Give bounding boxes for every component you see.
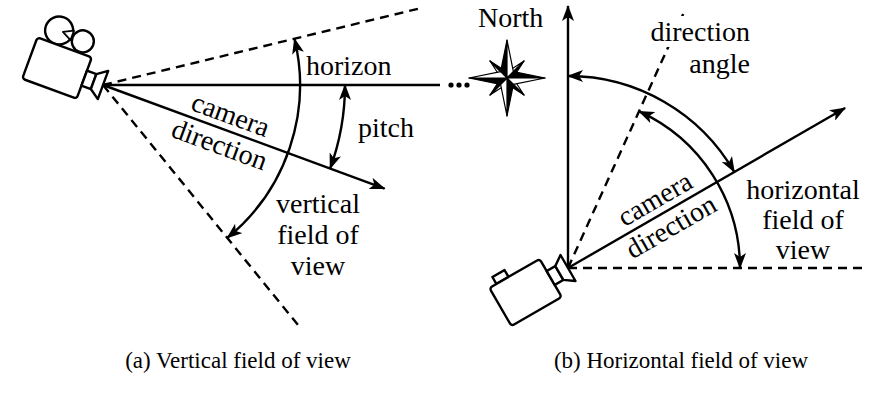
tilt-label: pitch <box>358 112 420 144</box>
view-ray-arrow <box>103 85 385 189</box>
compass-rose <box>469 40 545 116</box>
level-line <box>103 84 440 86</box>
heading-arc-label-text: direction angle <box>650 16 750 79</box>
compass-heading-text: North <box>478 2 543 33</box>
level-line-label: horizon <box>306 50 398 82</box>
tilt-arc <box>330 85 345 169</box>
subfigure-caption-text: (a) Vertical field of view <box>125 348 351 373</box>
dot <box>456 82 461 87</box>
rose-point <box>469 72 507 78</box>
meridian-arrow <box>567 6 569 268</box>
subfigure-caption: (a) Vertical field of view <box>60 346 416 376</box>
rose-point <box>507 72 545 78</box>
fov-label-text: horizontal field of view <box>746 174 860 265</box>
fov-label: horizontal field of view <box>742 175 864 265</box>
recorder-icon <box>22 11 120 106</box>
subfigure-caption-text: (b) Horizontal field of view <box>554 348 808 373</box>
heading-arc <box>568 76 734 172</box>
recorder-lens <box>88 67 108 99</box>
dot <box>448 82 453 87</box>
dot <box>464 82 469 87</box>
ray-label-text: camera direction <box>612 165 722 265</box>
upper-fov-bound <box>103 9 419 85</box>
fov-label: vertical field of view <box>272 188 364 281</box>
recorder-body <box>22 37 92 98</box>
heading-arc-label: direction angle <box>628 16 750 80</box>
ray-label: camera direction <box>165 82 285 178</box>
fov-label-text: vertical field of view <box>276 188 360 281</box>
recorder-icon <box>485 242 579 326</box>
ray-label: camera direction <box>602 159 724 266</box>
ray-label-text: camera direction <box>168 86 274 176</box>
lower-fov-bound <box>568 267 866 269</box>
viewfinder-mark <box>61 27 74 40</box>
level-line-label-text: horizon <box>306 50 392 81</box>
rose-point <box>507 78 513 116</box>
recorder-lens <box>552 255 576 286</box>
compass-heading: North <box>478 2 548 34</box>
lower-fov-bound <box>103 85 299 326</box>
tilt-label-text: pitch <box>358 112 414 143</box>
continuation-dots <box>448 82 469 87</box>
rose-point <box>469 78 507 84</box>
subfigure-caption: (b) Horizontal field of view <box>500 346 862 376</box>
